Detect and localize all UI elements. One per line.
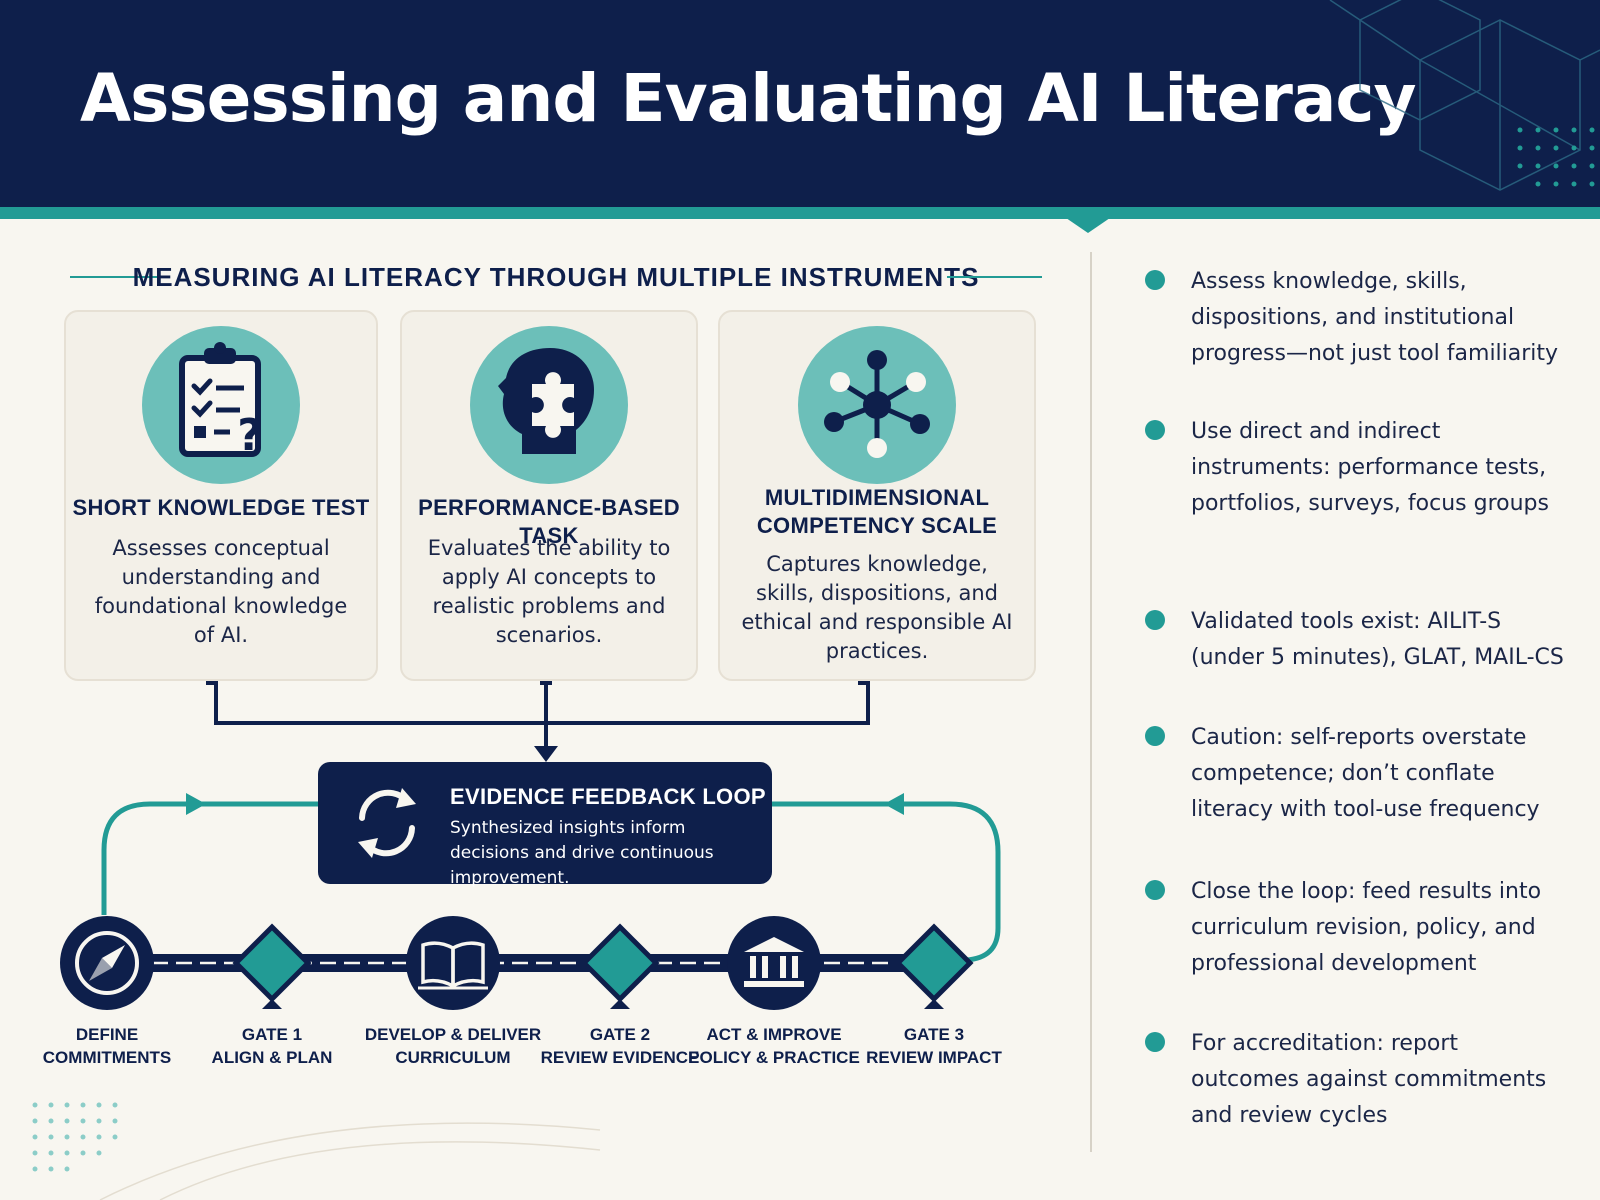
- bullet-text: Validated tools exist: AILIT-S (under 5 …: [1191, 609, 1564, 670]
- institution-icon: [727, 916, 821, 1010]
- bullet-dot: [1145, 270, 1165, 290]
- bullet-dot: [1145, 420, 1165, 440]
- header-stripe: [0, 207, 1600, 219]
- card-description: Assesses conceptual understanding and fo…: [94, 536, 348, 647]
- header-notch: [1050, 207, 1126, 233]
- section-rule-right: [947, 276, 1042, 278]
- column-divider: [1090, 252, 1092, 1152]
- feedback-loop-path: [101, 801, 1001, 963]
- diamond-gate-icon: [580, 923, 660, 1009]
- open-book-icon: [406, 916, 500, 1010]
- section-heading: MEASURING AI LITERACY THROUGH MULTIPLE I…: [132, 262, 980, 292]
- svg-text:?: ?: [237, 410, 263, 461]
- header-banner: Assessing and Evaluating AI Literacy: [0, 0, 1600, 207]
- process-label-define: DEFINE COMMITMENTS: [42, 1025, 172, 1067]
- diamond-gate-icon: [894, 923, 974, 1009]
- card-performance-based-task: PERFORMANCE-BASED TASK Evaluates the abi…: [400, 310, 698, 681]
- card-description: Evaluates the ability to apply AI concep…: [427, 536, 671, 647]
- clipboard-checklist-icon: ?: [142, 326, 300, 484]
- process-label-develop: DEVELOP & DELIVER CURRICULUM: [364, 1025, 542, 1067]
- bullet-text: Use direct and indirect instruments: per…: [1191, 419, 1549, 516]
- bullet-dot: [1145, 726, 1165, 746]
- page-title: Assessing and Evaluating AI Literacy: [80, 60, 1417, 137]
- refresh-cycle-icon: [358, 788, 416, 858]
- section-rule-left: [70, 276, 165, 278]
- bullet-dot: [1145, 610, 1165, 630]
- bullet-dot: [1145, 880, 1165, 900]
- card-short-knowledge-test: ? SHORT KNOWLEDGE TEST Assesses conceptu…: [64, 310, 378, 681]
- process-label-gate-1: GATE 1 ALIGN & PLAN: [211, 1025, 333, 1067]
- loop-title: EVIDENCE FEEDBACK LOOP: [450, 784, 766, 809]
- bullet-text: For accreditation: report outcomes again…: [1191, 1031, 1547, 1128]
- card-multidimensional-competency-scale: MULTIDIMENSIONAL COMPETENCY SCALE Captur…: [718, 310, 1036, 681]
- compass-icon: [60, 916, 154, 1010]
- down-arrowhead: [534, 746, 558, 762]
- loop-arrowhead-left: [884, 793, 904, 815]
- bullet-text: Assess knowledge, skills, dispositions, …: [1191, 269, 1559, 366]
- card-bracket: [206, 681, 870, 753]
- bullet-text: Close the loop: feed results into curric…: [1191, 879, 1542, 976]
- geometric-pattern-icon: [1329, 0, 1600, 191]
- card-title: MULTIDIMENSIONAL COMPETENCY SCALE: [756, 485, 998, 538]
- card-title: SHORT KNOWLEDGE TEST: [72, 495, 370, 520]
- process-label-gate-2: GATE 2 REVIEW EVIDENCE: [540, 1025, 700, 1067]
- diamond-gate-icon: [232, 923, 312, 1009]
- process-label-act-improve: ACT & IMPROVE POLICY & PRACTICE: [688, 1025, 860, 1067]
- dot-grid-icon: [32, 1102, 118, 1172]
- loop-arrowhead-right: [186, 793, 206, 815]
- bullet-text: Caution: self-reports overstate competen…: [1191, 725, 1540, 822]
- process-label-gate-3: GATE 3 REVIEW IMPACT: [866, 1025, 1002, 1067]
- card-title: PERFORMANCE-BASED TASK: [418, 495, 680, 548]
- head-puzzle-icon: [470, 326, 628, 484]
- card-description: Captures knowledge, skills, dispositions…: [741, 552, 1013, 663]
- network-nodes-icon: [798, 326, 956, 484]
- bullet-dot: [1145, 1032, 1165, 1052]
- section-heading-row: MEASURING AI LITERACY THROUGH MULTIPLE I…: [70, 262, 1042, 292]
- loop-description: Synthesized insights inform decisions an…: [450, 818, 714, 888]
- evidence-feedback-loop-box: EVIDENCE FEEDBACK LOOP Synthesized insig…: [318, 762, 772, 888]
